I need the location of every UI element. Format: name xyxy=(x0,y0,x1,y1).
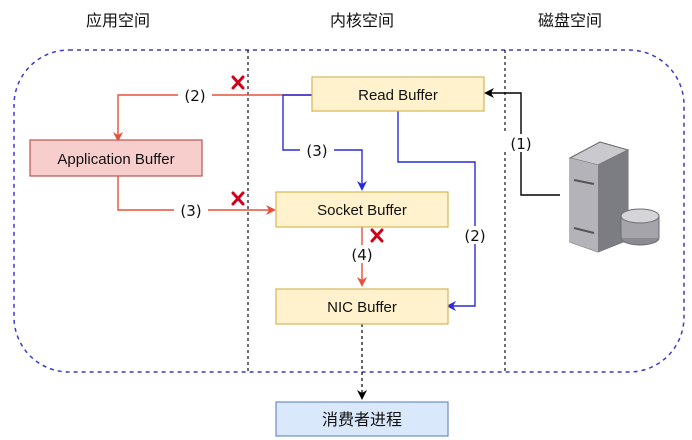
label-read-to-nic: (2) xyxy=(464,227,485,245)
consumer-process-box: 消费者进程 xyxy=(275,401,449,437)
arrow-app-to-socket xyxy=(117,176,276,215)
cross-icon xyxy=(231,75,245,90)
nic-buffer-label: NIC Buffer xyxy=(327,299,397,316)
nic-buffer-box: NIC Buffer xyxy=(275,288,449,325)
cross-icon xyxy=(231,191,245,206)
label-socket-to-nic: (4) xyxy=(351,246,372,264)
cross-icon xyxy=(370,228,384,243)
arrow-read-to-nic xyxy=(397,111,476,311)
arrow-read-to-app xyxy=(113,94,312,142)
application-buffer-box: Application Buffer xyxy=(29,139,203,177)
label-disk-to-read: (1) xyxy=(510,135,531,153)
outer-container xyxy=(13,49,685,373)
header-disk-space: 磁盘空间 xyxy=(538,11,602,30)
socket-buffer-label: Socket Buffer xyxy=(317,202,407,219)
socket-buffer-box: Socket Buffer xyxy=(275,191,449,228)
arrow-read-to-socket xyxy=(282,94,367,191)
read-buffer-box: Read Buffer xyxy=(311,76,485,112)
header-kernel-space: 内核空间 xyxy=(330,11,394,30)
label-read-to-app: (2) xyxy=(184,87,205,105)
label-read-to-socket: (3) xyxy=(306,142,327,160)
read-buffer-label: Read Buffer xyxy=(358,87,438,104)
label-app-to-socket: (3) xyxy=(180,202,201,220)
application-buffer-label: Application Buffer xyxy=(57,151,174,168)
disk-server-icon xyxy=(568,141,660,253)
header-user-space: 应用空间 xyxy=(86,11,150,30)
consumer-process-label: 消费者进程 xyxy=(322,410,402,429)
